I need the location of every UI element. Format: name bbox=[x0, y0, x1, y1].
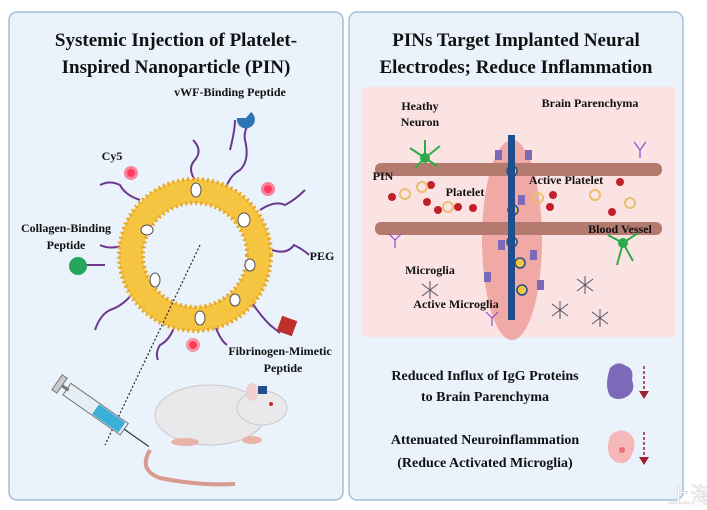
healthy-neurons bbox=[409, 140, 639, 266]
right-title-line1: PINs Target Implanted Neural bbox=[392, 30, 640, 51]
watermark: 上海 bbox=[668, 484, 707, 509]
decrease-arrow-icon bbox=[639, 366, 649, 399]
cy5-dye-icon bbox=[124, 166, 275, 352]
igg-proteins bbox=[484, 150, 544, 290]
fibrinogen-peptide-icon bbox=[276, 315, 298, 337]
active-platelet-label: Active Platelet bbox=[529, 173, 603, 187]
neuron-label-line1: Heathy bbox=[401, 99, 438, 113]
active-microglia-label: Active Microglia bbox=[413, 297, 498, 311]
brain-scene bbox=[362, 87, 675, 340]
vwf-peptide-icon bbox=[236, 112, 255, 129]
right-title-line2: Electrodes; Reduce Inflammation bbox=[379, 57, 652, 78]
platelet-label: Platelet bbox=[446, 185, 485, 199]
syringe-icon bbox=[51, 374, 150, 447]
blood-vessel-lower bbox=[375, 222, 662, 235]
outcome-neuroinflammation: Attenuated Neuroinflammation (Reduce Act… bbox=[391, 430, 649, 471]
decrease-arrow-icon bbox=[639, 432, 649, 465]
blood-vessel-upper bbox=[375, 163, 662, 176]
fibrinogen-label-line2: Peptide bbox=[264, 361, 303, 375]
pin-label: PIN bbox=[373, 169, 394, 183]
red-blood-cells bbox=[388, 178, 624, 216]
blood-vessel-label: Blood Vessel bbox=[588, 222, 652, 236]
left-title-line1: Systemic Injection of Platelet- bbox=[55, 30, 297, 51]
activated-microglia-icon bbox=[608, 430, 635, 463]
vwf-label: vWF-Binding Peptide bbox=[174, 85, 286, 99]
neural-electrode bbox=[508, 135, 515, 320]
outcome-igg: Reduced Influx of IgG Proteins to Brain … bbox=[391, 363, 649, 405]
collagen-label-line2: Peptide bbox=[47, 238, 86, 252]
collagen-label-line1: Collagen-Binding bbox=[21, 221, 111, 235]
outcome-igg-line1: Reduced Influx of IgG Proteins bbox=[391, 369, 579, 384]
collagen-peptide-icon bbox=[69, 257, 87, 275]
platelets bbox=[399, 181, 636, 213]
outcome-inflammation-line2: (Reduce Activated Microglia) bbox=[397, 456, 573, 471]
active-microglia bbox=[388, 141, 647, 326]
igg-protein-icon bbox=[607, 363, 634, 399]
microglia bbox=[421, 276, 609, 327]
cy5-label: Cy5 bbox=[102, 149, 123, 163]
parenchyma-label: Brain Parenchyma bbox=[542, 96, 639, 110]
neuron-label-line2: Neuron bbox=[401, 115, 440, 129]
peg-label: PEG bbox=[310, 249, 335, 263]
fibrinogen-label-line1: Fibrinogen-Mimetic bbox=[228, 344, 332, 358]
left-title-line2: Inspired Nanoparticle (PIN) bbox=[62, 57, 291, 78]
rat-icon bbox=[143, 383, 288, 487]
nanoparticle-illustration bbox=[69, 112, 310, 446]
microglia-label: Microglia bbox=[405, 263, 455, 277]
outcome-igg-line2: to Brain Parenchyma bbox=[421, 390, 549, 405]
outcome-inflammation-line1: Attenuated Neuroinflammation bbox=[391, 433, 580, 448]
